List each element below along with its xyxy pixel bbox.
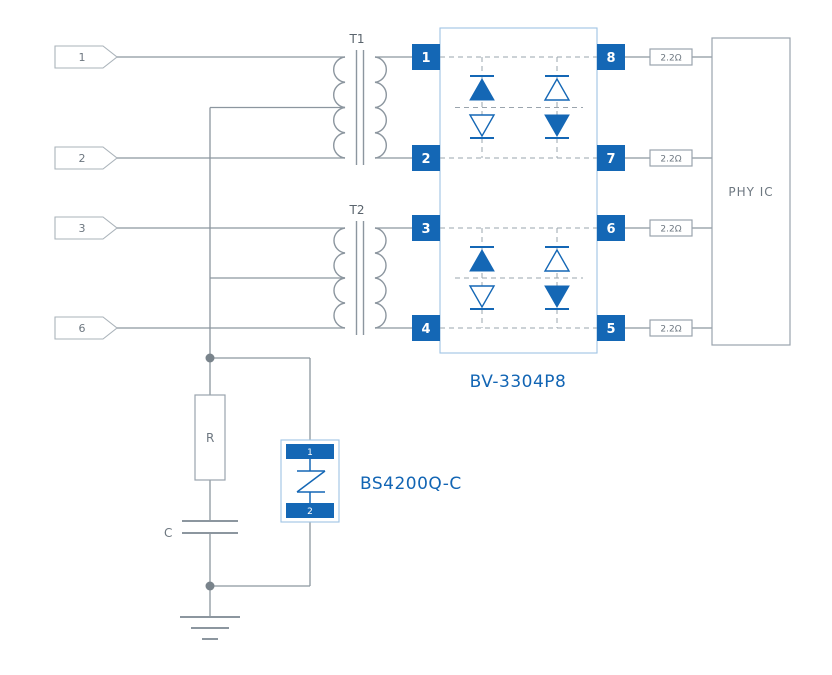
- diode-pair-lower-left: [468, 246, 496, 310]
- protector-pin-pad-2: [286, 503, 334, 518]
- diode-down-icon: [544, 114, 570, 138]
- input-tag-label: 3: [79, 222, 86, 235]
- phy-ic-label: PHY IC: [728, 185, 773, 199]
- pin-pad-6: [597, 215, 625, 241]
- diode-up-icon: [469, 248, 495, 272]
- pin-number: 3: [421, 222, 430, 237]
- ic-right-pins: 8 7 6 5: [597, 44, 625, 341]
- protector-outline: [280, 439, 340, 523]
- pin-pad-4: [412, 315, 440, 341]
- wires: [117, 56, 712, 617]
- capacitor-c-label: C: [164, 526, 172, 540]
- protector-pin-pad-1: [286, 444, 334, 459]
- diode-up-icon: [543, 77, 571, 101]
- pin-pad-2: [412, 145, 440, 171]
- primary-coil: [333, 227, 346, 329]
- diode-down-icon: [544, 285, 570, 309]
- resistor-value: 2.2Ω: [660, 325, 681, 335]
- secondary-coil: [374, 227, 387, 329]
- secondary-coil: [374, 56, 387, 159]
- transformer-t2: T2: [333, 203, 387, 335]
- tag-shape: [54, 45, 118, 69]
- transformer-label: T2: [349, 203, 365, 217]
- diode-down-icon: [468, 285, 496, 309]
- ground-icon: [180, 616, 240, 640]
- pin-number: 6: [606, 222, 615, 237]
- resistor-value: 2.2Ω: [660, 225, 681, 235]
- input-tag-1: 1: [54, 45, 118, 69]
- diode-down-icon: [468, 114, 496, 138]
- series-resistors: 2.2Ω 2.2Ω 2.2Ω 2.2Ω: [649, 48, 693, 337]
- primary-coil: [333, 56, 346, 159]
- junction-dot: [205, 353, 215, 363]
- pin-number: 4: [421, 322, 430, 337]
- diode-pair-upper-left: [468, 75, 496, 139]
- pin-number: 2: [421, 152, 430, 167]
- input-tag-label: 2: [79, 152, 86, 165]
- ic-bv3304p8: 1 2 3 4 8 7 6 5 BV-3304P8: [412, 27, 625, 392]
- pin-number: 1: [307, 448, 313, 458]
- resistor-r-body: [194, 394, 226, 481]
- resistor-body: [649, 149, 693, 167]
- diode-up-icon: [543, 248, 571, 272]
- pin-pad-5: [597, 315, 625, 341]
- tag-shape: [54, 146, 118, 170]
- transformer-label: T1: [349, 32, 365, 46]
- symbol-diagonal: [296, 470, 326, 493]
- pin-number: 7: [606, 152, 615, 167]
- phy-ic-body: [711, 37, 791, 346]
- rc-ground-network: R C: [164, 353, 240, 640]
- input-tag-label: 1: [79, 51, 86, 64]
- tag-shape: [54, 316, 118, 340]
- transformer-t1: T1: [333, 32, 387, 165]
- pin-pad-7: [597, 145, 625, 171]
- pin-number: 5: [606, 322, 615, 337]
- input-tag-3: 3: [54, 216, 118, 240]
- phy-ic: PHY IC: [711, 37, 791, 346]
- tag-shape: [54, 216, 118, 240]
- pin-pad-8: [597, 44, 625, 70]
- resistor-body: [649, 319, 693, 337]
- input-tags: 1 2 3 6: [54, 45, 118, 340]
- pin-pad-3: [412, 215, 440, 241]
- junction-dot: [205, 581, 215, 591]
- diode-pair-upper-right: [543, 75, 571, 139]
- resistor-r-label: R: [206, 431, 214, 445]
- pin-pad-1: [412, 44, 440, 70]
- resistor-value: 2.2Ω: [660, 54, 681, 64]
- resistor-body: [649, 48, 693, 66]
- input-tag-2: 2: [54, 146, 118, 170]
- ic-part-label: BV-3304P8: [470, 372, 567, 392]
- input-tag-6: 6: [54, 316, 118, 340]
- protector-bs4200qc: 1 2 BS4200Q-C: [280, 439, 462, 523]
- pin-number: 8: [606, 51, 615, 66]
- resistor-body: [649, 219, 693, 237]
- protector-part-label: BS4200Q-C: [360, 474, 462, 494]
- input-tag-label: 6: [79, 322, 86, 335]
- diode-up-icon: [469, 77, 495, 101]
- tvs-symbol-icon: [296, 459, 326, 503]
- pin-number: 1: [421, 51, 430, 66]
- pin-number: 2: [307, 507, 313, 517]
- diode-pair-lower-right: [543, 246, 571, 310]
- resistor-value: 2.2Ω: [660, 155, 681, 165]
- ic-left-pins: 1 2 3 4: [412, 44, 440, 341]
- ic-outline: [439, 27, 598, 354]
